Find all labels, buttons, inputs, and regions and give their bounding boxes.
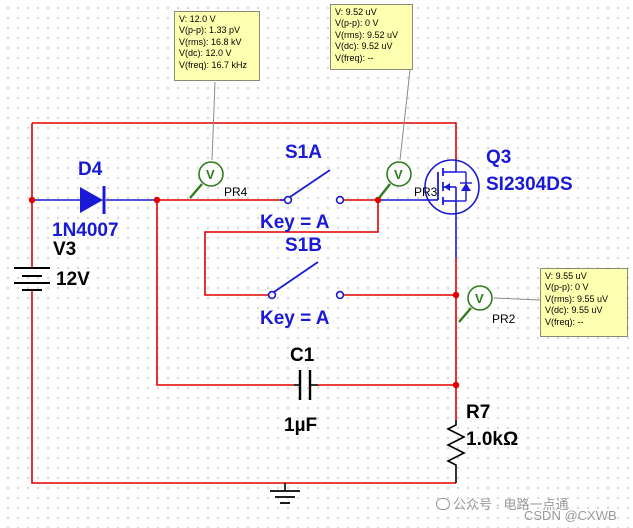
pr4-reading: V(dc): 12.0 V [179, 48, 232, 59]
junction-d4 [153, 196, 161, 204]
pr3-reading: V(freq): -- [335, 52, 374, 63]
s1a-ref-label: S1A [285, 142, 322, 163]
wechat-icon [436, 498, 450, 510]
pr3-symbol: V [394, 167, 403, 182]
pr3-reading: V: 9.52 uV [335, 7, 377, 17]
v3-ref-label: V3 [53, 239, 76, 260]
pr2-reading: V(rms): 9.55 uV [545, 293, 609, 304]
pr2-name: PR2 [492, 312, 516, 326]
pr3-reading: V(rms): 9.52 uV [335, 29, 399, 40]
diode-d4[interactable] [80, 186, 106, 214]
s1b-key-label: Key = A [260, 308, 330, 329]
wire-c1-left [156, 200, 294, 386]
d4-value-label: 1N4007 [52, 220, 119, 241]
watermark-line1: 公众号 · 电路一点通 [453, 497, 569, 512]
c1-ref-label: C1 [290, 345, 315, 366]
pr4-name: PR4 [224, 185, 248, 199]
wire-s1b-loop [204, 200, 379, 296]
pr3-reading: V(dc): 9.52 uV [335, 41, 393, 52]
probe-pr4[interactable]: V [189, 81, 224, 199]
r7-ref-label: R7 [466, 402, 490, 423]
junction-s1b [452, 291, 460, 299]
battery-v3[interactable] [14, 267, 50, 291]
d4-ref-label: D4 [78, 159, 103, 180]
resistor-r7[interactable] [446, 420, 466, 470]
r7-value-label: 1.0kΩ [466, 429, 518, 450]
pr4-readout: V: 12.0 V V(p-p): 1.33 pV V(rms): 16.8 k… [174, 11, 260, 81]
ground-symbol [270, 490, 300, 504]
capacitor-c1[interactable] [294, 370, 318, 400]
wires [31, 122, 457, 491]
pr2-reading: V: 9.55 uV [545, 271, 587, 281]
pr2-reading: V(freq): -- [545, 316, 584, 327]
junction-left [28, 196, 36, 204]
junction-c1 [452, 381, 460, 389]
pr2-readout: V: 9.55 uV V(p-p): 0 V V(rms): 9.55 uV V… [540, 268, 628, 337]
pr4-reading: V(p-p): 1.33 pV [179, 25, 241, 36]
probe-pr2[interactable]: V [458, 285, 541, 323]
q3-value-label: SI2304DS [486, 174, 573, 195]
pr4-reading: V(freq): 16.7 kHz [179, 59, 248, 70]
watermark-csdn: CSDN @CXWB [524, 508, 617, 523]
switch-s1b[interactable] [267, 261, 345, 300]
q3-ref-label: Q3 [486, 147, 511, 168]
pr3-reading: V(p-p): 0 V [335, 18, 379, 29]
probe-pr3[interactable]: V [378, 69, 412, 199]
pr2-reading: V(dc): 9.55 uV [545, 305, 603, 316]
c1-value-label: 1µF [284, 415, 317, 436]
s1b-ref-label: S1B [285, 235, 322, 256]
wire-top-rail [32, 122, 457, 160]
mosfet-q3[interactable] [422, 159, 480, 222]
pr3-name: PR3 [414, 185, 438, 199]
pr2-reading: V(p-p): 0 V [545, 282, 589, 293]
pr2-symbol: V [475, 291, 484, 306]
pr4-reading: V(rms): 16.8 kV [179, 36, 242, 47]
pr4-symbol: V [206, 167, 215, 182]
v3-value-label: 12V [56, 269, 90, 290]
switch-s1a[interactable] [280, 169, 345, 205]
watermark-wechat: 公众号 · 电路一点通 [436, 494, 569, 513]
wire-left-lower [31, 290, 456, 484]
pr4-reading: V: 12.0 V [179, 14, 216, 24]
s1a-key-label: Key = A [260, 212, 330, 233]
pr3-readout: V: 9.52 uV V(p-p): 0 V V(rms): 9.52 uV V… [330, 4, 413, 70]
